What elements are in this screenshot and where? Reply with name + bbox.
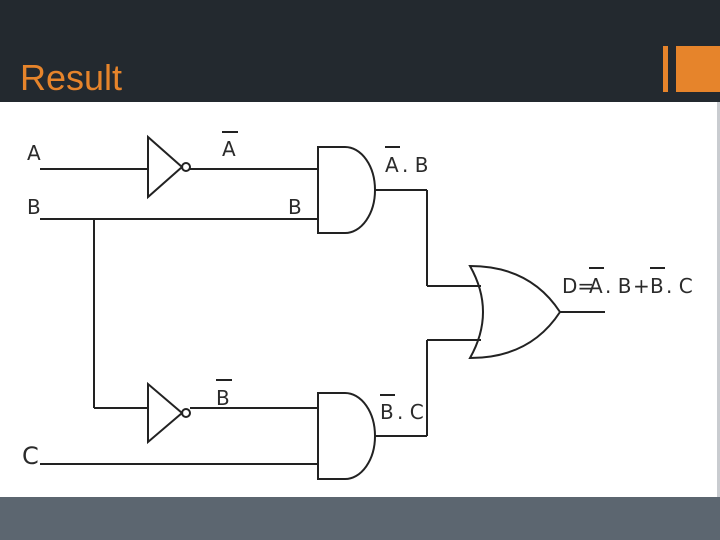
and1-output-label-b: . B bbox=[402, 153, 428, 177]
and-gate-2 bbox=[317, 392, 376, 480]
footer-band bbox=[0, 497, 720, 540]
result-term-b: B bbox=[650, 274, 664, 298]
corner-bar-thin bbox=[663, 46, 668, 92]
not-a-bubble bbox=[181, 162, 191, 172]
not-b-bubble bbox=[181, 408, 191, 418]
and2-output-label-c: . C bbox=[397, 400, 424, 424]
input-c-label: C bbox=[22, 442, 39, 470]
logic-circuit-diagram: A B C A B A . B B B . C D= A . B + B . C bbox=[22, 131, 693, 480]
and1-input-b-label: B bbox=[288, 195, 302, 219]
or-gate bbox=[468, 264, 562, 360]
corner-bar-thick bbox=[676, 46, 720, 92]
input-a-label: A bbox=[27, 141, 41, 165]
logic-circuit-panel: A B C A B A . B B B . C D= A . B + B . C bbox=[0, 102, 720, 497]
not-b-output-label: B bbox=[216, 386, 230, 410]
and2-output-label-b: B bbox=[380, 400, 394, 424]
result-term-dot-c: . C bbox=[666, 274, 693, 298]
input-b-label: B bbox=[27, 195, 41, 219]
and-gate-1 bbox=[317, 146, 376, 234]
slide-title: Result bbox=[20, 57, 123, 98]
not-b-gate bbox=[147, 381, 184, 445]
result-plus: + bbox=[633, 274, 650, 298]
not-a-output-label: A bbox=[222, 137, 236, 161]
corner-decoration bbox=[663, 46, 720, 92]
result-prefix: D= bbox=[562, 274, 594, 298]
and1-output-label-a: A bbox=[385, 153, 399, 177]
result-term-a: A bbox=[589, 274, 603, 298]
not-a-gate bbox=[147, 134, 184, 200]
result-term-dot-b: . B bbox=[605, 274, 631, 298]
